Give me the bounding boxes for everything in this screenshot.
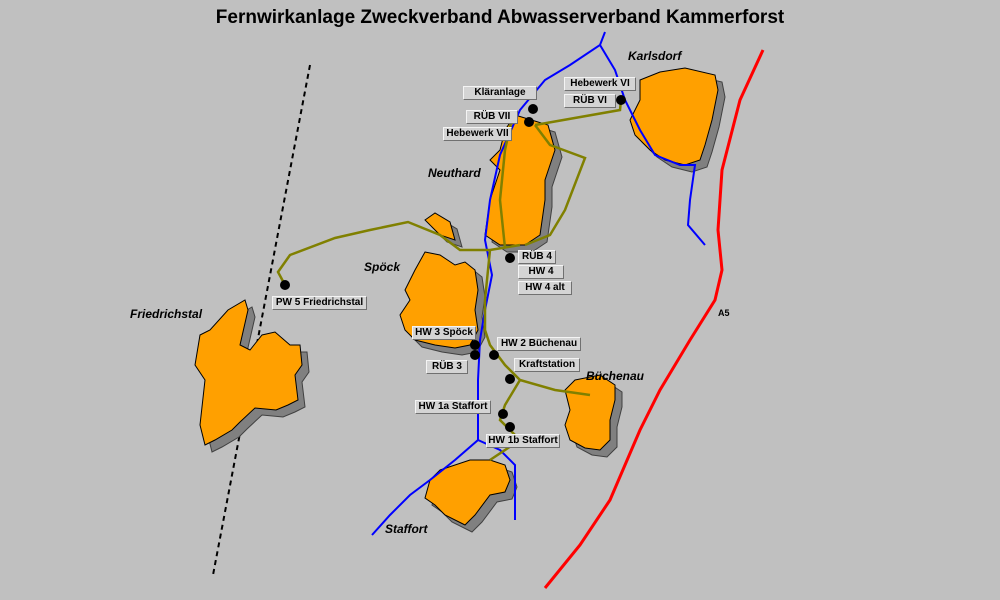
river-main <box>371 31 606 536</box>
town-area-neuthard-small <box>424 212 456 241</box>
town-area-spoeck <box>399 251 479 349</box>
station-marker[interactable] <box>489 350 499 360</box>
station-marker[interactable] <box>524 117 534 127</box>
station-klaeranlage[interactable]: Kläranlage <box>463 86 537 100</box>
station-hw-1a-staffort[interactable]: HW 1a Staffort <box>415 400 491 414</box>
town-label-neuthard: Neuthard <box>428 166 481 180</box>
station-marker[interactable] <box>498 409 508 419</box>
town-label-buechenau: Büchenau <box>586 369 645 383</box>
station-pw-5-friedrichstal[interactable]: PW 5 Friedrichstal <box>272 296 367 310</box>
station-marker[interactable] <box>528 104 538 114</box>
station-markers <box>280 95 626 432</box>
station-marker[interactable] <box>505 253 515 263</box>
station-marker[interactable] <box>470 340 480 350</box>
railway-line <box>212 64 311 576</box>
town-label-staffort: Staffort <box>385 522 428 536</box>
road-label-a5: A5 <box>718 308 730 318</box>
station-hw-4-alt[interactable]: HW 4 alt <box>518 281 572 295</box>
town-label-spoeck: Spöck <box>364 260 401 274</box>
town-area-karlsdorf <box>629 67 719 166</box>
town-area-friedrichstal <box>194 299 303 446</box>
station-hw-1b-staffort[interactable]: HW 1b Staffort <box>486 434 560 448</box>
town-area-staffort <box>424 459 511 526</box>
station-marker[interactable] <box>505 374 515 384</box>
station-marker[interactable] <box>470 350 480 360</box>
station-hebewerk-vi[interactable]: Hebewerk VI <box>564 77 636 91</box>
station-rueb-4[interactable]: RÜB 4 <box>518 250 556 264</box>
page-title: Fernwirkanlage Zweckverband Abwasserverb… <box>215 7 785 28</box>
station-rueb-3[interactable]: RÜB 3 <box>426 360 468 374</box>
station-hw-2-buechenau[interactable]: HW 2 Büchenau <box>497 337 581 351</box>
station-marker[interactable] <box>616 95 626 105</box>
station-hebewerk-vii[interactable]: Hebewerk VII <box>443 127 512 141</box>
station-hw-4[interactable]: HW 4 <box>518 265 564 279</box>
highway-a5 <box>543 49 765 589</box>
station-kraftstation[interactable]: Kraftstation <box>514 358 580 372</box>
town-label-karlsdorf: Karlsdorf <box>628 49 682 63</box>
station-rueb-vii[interactable]: RÜB VII <box>466 110 518 124</box>
station-marker[interactable] <box>505 422 515 432</box>
station-rueb-vi[interactable]: RÜB VI <box>564 94 616 108</box>
station-marker[interactable] <box>280 280 290 290</box>
town-area-buechenau <box>564 374 616 451</box>
station-hw-3-spoeck[interactable]: HW 3 Spöck <box>412 326 476 340</box>
town-label-friedrichstal: Friedrichstal <box>130 307 203 321</box>
